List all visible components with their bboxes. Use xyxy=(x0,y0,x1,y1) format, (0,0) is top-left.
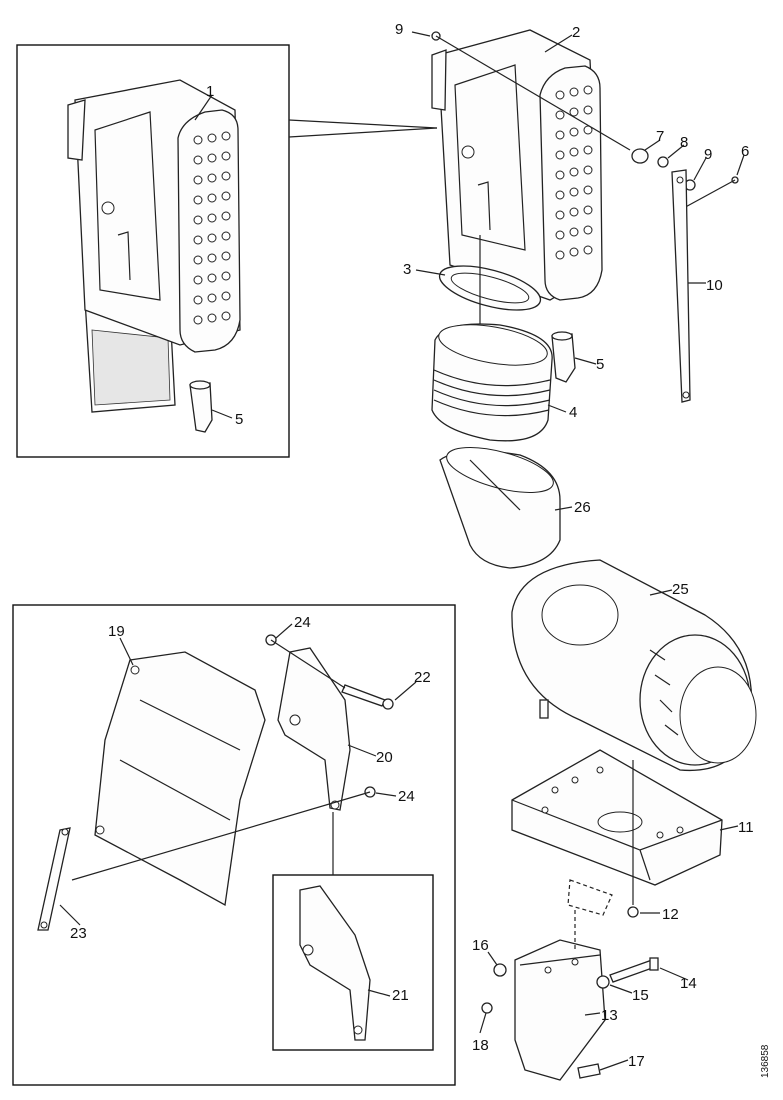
perforation-grid-main xyxy=(555,85,593,260)
perforation-grid-inset xyxy=(193,131,231,325)
gasket-part-3 xyxy=(438,265,542,311)
rain-cap-part-5 xyxy=(551,331,576,383)
callout-7: 7 xyxy=(656,128,664,145)
nut-part-24-lower xyxy=(71,786,376,881)
callout-15: 15 xyxy=(632,987,649,1004)
nut-part-24-top xyxy=(265,634,346,689)
air-cleaner-part-25 xyxy=(511,559,757,772)
callout-labels: 1 2 3 4 5 5 6 7 8 9 9 10 11 12 13 14 15 … xyxy=(70,21,771,1078)
callout-1: 1 xyxy=(206,83,214,100)
callout-25: 25 xyxy=(672,581,689,598)
callout-18: 18 xyxy=(472,1037,489,1054)
callout-12: 12 xyxy=(662,906,679,923)
callout-6: 6 xyxy=(741,143,749,160)
callout-24-top: 24 xyxy=(294,614,311,631)
bolt-part-6 xyxy=(679,176,739,211)
callout-19: 19 xyxy=(108,623,125,640)
muffler-part-2 xyxy=(431,29,603,301)
callout-13: 13 xyxy=(601,1007,618,1024)
callout-8: 8 xyxy=(680,134,688,151)
bracket-part-20 xyxy=(277,647,351,811)
reference-number: 136858 xyxy=(760,1044,771,1078)
washer-part-15 xyxy=(596,975,610,989)
callout-3: 3 xyxy=(403,261,411,278)
washer-part-12 xyxy=(627,760,639,918)
callout-14: 14 xyxy=(680,975,697,992)
bolt-part-14 xyxy=(609,957,659,983)
callout-2: 2 xyxy=(572,24,580,41)
washer-part-8 xyxy=(657,156,669,168)
callout-22: 22 xyxy=(414,669,431,686)
inset-box-muffler xyxy=(16,44,438,458)
bolt-part-17 xyxy=(577,1063,601,1079)
callout-20: 20 xyxy=(376,749,393,766)
bolt-part-22 xyxy=(341,684,394,710)
muffler-assembly-part-1 xyxy=(67,79,241,433)
callout-26: 26 xyxy=(574,499,591,516)
mounting-plate-part-11 xyxy=(511,749,723,886)
spacer-part-7 xyxy=(631,148,649,164)
callout-9-top: 9 xyxy=(395,21,403,38)
fastener-9-top xyxy=(431,31,631,151)
callout-23: 23 xyxy=(70,925,87,942)
callout-16: 16 xyxy=(472,937,489,954)
bracket-part-13 xyxy=(514,879,613,1081)
callout-11: 11 xyxy=(738,819,754,836)
callout-5-inset: 5 xyxy=(235,411,243,428)
brace-rod-part-10 xyxy=(671,169,691,403)
callout-21: 21 xyxy=(392,987,409,1004)
inset-box-shield xyxy=(12,604,456,1086)
inset-box-bracket-21 xyxy=(272,812,434,1051)
heat-shield-part-19 xyxy=(94,651,266,907)
nut-part-16 xyxy=(493,963,507,977)
callout-10: 10 xyxy=(706,277,723,294)
callout-24-lower: 24 xyxy=(398,788,415,805)
callout-5-main: 5 xyxy=(596,356,604,373)
rod-part-23 xyxy=(37,827,71,931)
adapter-part-26 xyxy=(439,447,561,569)
callout-4: 4 xyxy=(569,404,577,421)
bracket-part-21 xyxy=(299,885,371,1041)
callout-17: 17 xyxy=(628,1053,645,1070)
bellows-part-4 xyxy=(431,323,553,442)
washer-part-18 xyxy=(481,1002,493,1014)
leader-lines xyxy=(59,31,745,1071)
callout-9-right: 9 xyxy=(704,146,712,163)
